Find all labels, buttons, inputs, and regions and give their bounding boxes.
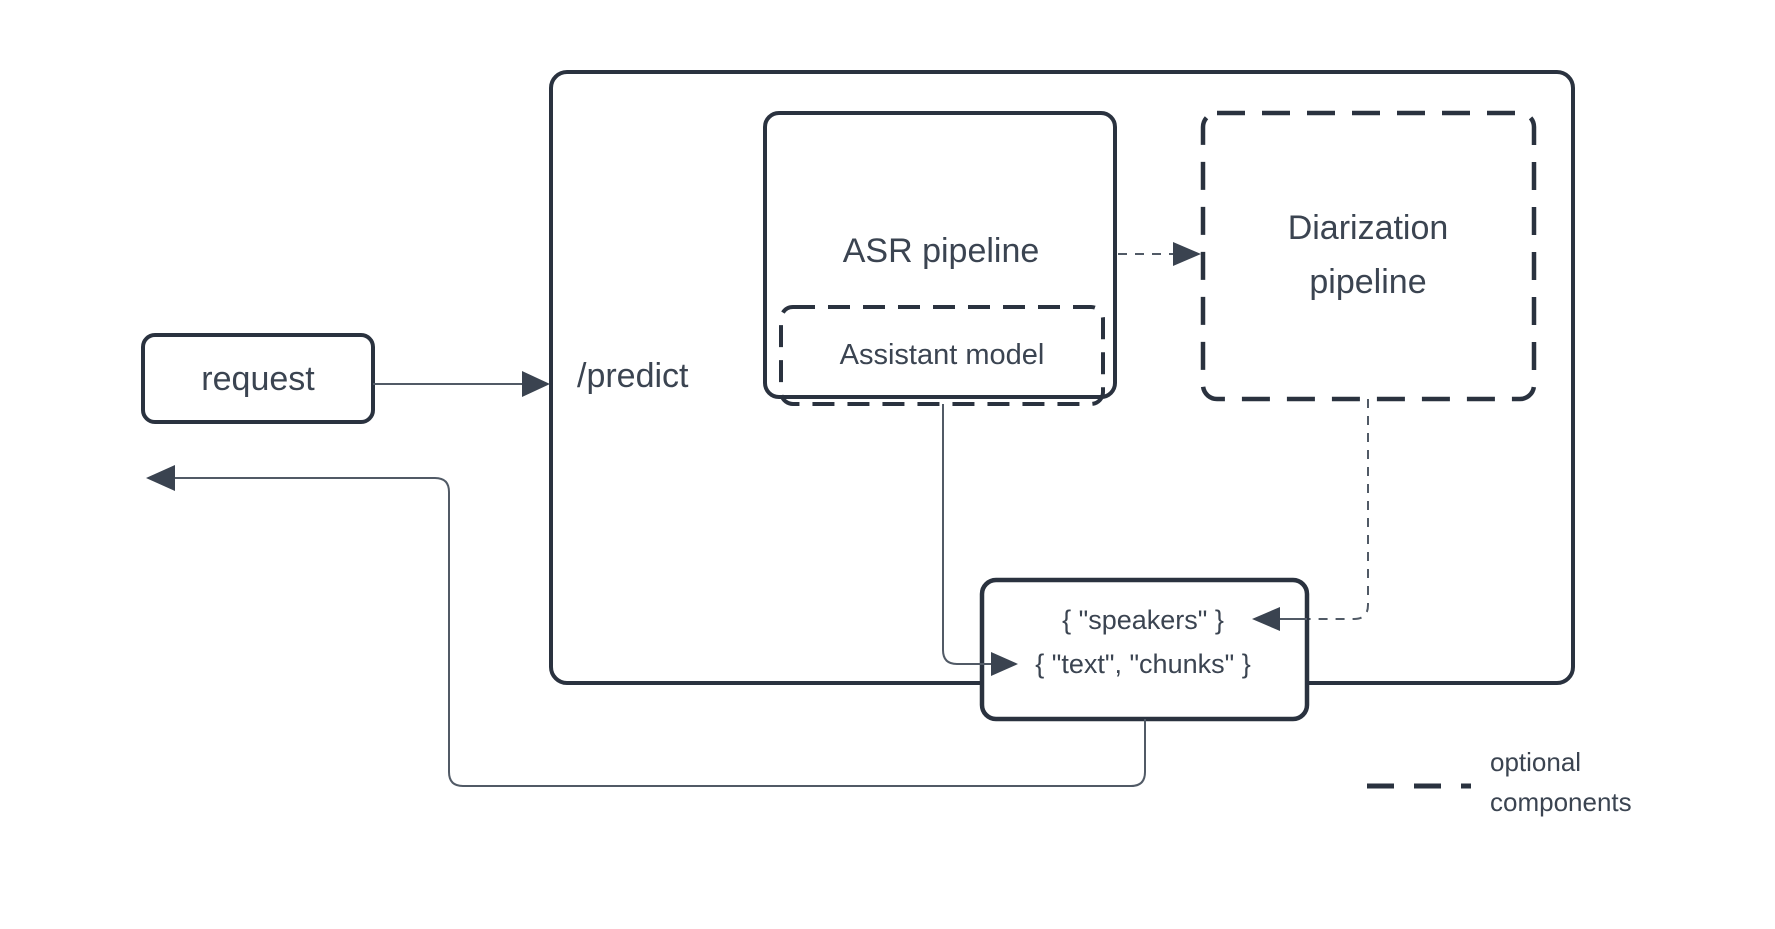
- response-return-connector: [174, 477, 1146, 787]
- diarization-pipeline-label-line1: Diarization: [1288, 209, 1449, 247]
- request-to-predict-arrowhead-icon: [522, 371, 550, 397]
- diarization-to-response-connector: [1307, 399, 1369, 620]
- assistant-model-label: Assistant model: [840, 339, 1045, 371]
- request-box: [141, 333, 375, 424]
- legend-label-line2: components: [1490, 787, 1632, 817]
- response-text-chunks-label: { "text", "chunks" }: [1035, 649, 1250, 679]
- diarization-pipeline-label-line2: pipeline: [1309, 263, 1426, 301]
- assistant-to-response-arrowhead-icon: [991, 652, 1018, 676]
- request-label: request: [201, 360, 315, 398]
- asr-to-diarization-arrowhead-icon: [1173, 242, 1201, 266]
- assistant-model-box: [779, 305, 1105, 406]
- response-speakers-label: { "speakers" }: [1062, 605, 1224, 635]
- predict-label: /predict: [577, 357, 689, 395]
- asr-pipeline-box: [763, 111, 1117, 399]
- diarization-to-response-arrowhead-icon: [1252, 607, 1280, 631]
- asr-pipeline-label: ASR pipeline: [843, 232, 1040, 270]
- diarization-pipeline-box: [1200, 110, 1537, 402]
- legend-label-line1: optional: [1490, 747, 1581, 777]
- assistant-to-response-connector: [942, 404, 992, 665]
- response-return-arrowhead-icon: [146, 465, 175, 491]
